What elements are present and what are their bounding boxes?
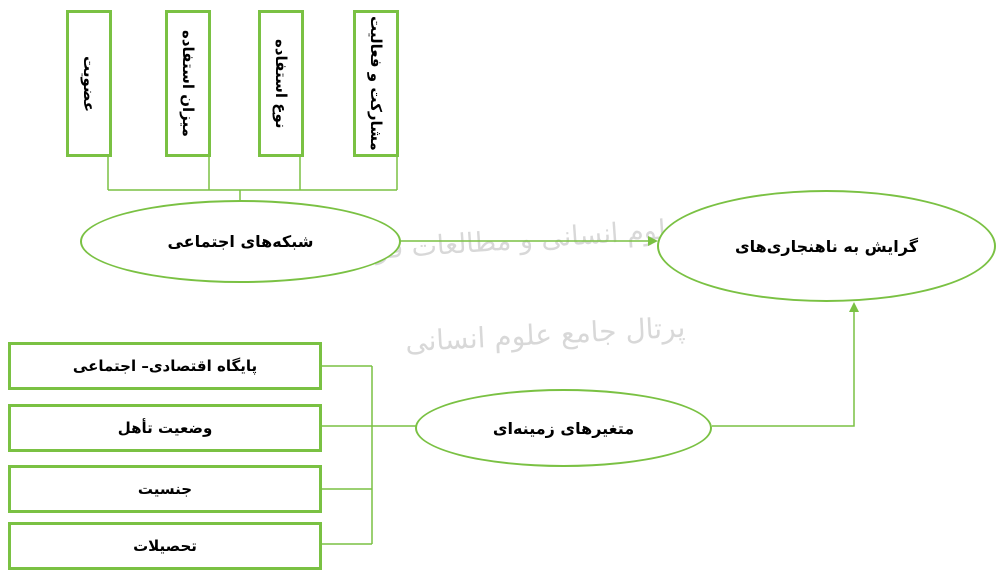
arrow-contextual-to-outcome [712,302,859,427]
factor-label: تحصیلات [133,537,197,555]
factor-box-membership: عضویت [66,10,112,157]
contextual-variables-label: متغیرهای زمینه‌ای [492,418,635,438]
social-networks-node: شبکه‌های اجتماعی [80,200,401,283]
factor-label: جنسیت [137,480,193,498]
factor-box-usage-type: نوع استفاده [258,10,304,157]
factor-box-socioeconomic-status: پایگاه اقتصادی– اجتماعی [8,342,322,390]
social-networks-label: شبکه‌های اجتماعی [167,232,314,251]
factor-label: وضعیت تأهل [117,419,213,437]
outcome-node: گرایش به ناهنجاری‌های [657,190,996,302]
factor-label: نوع استفاده [272,38,290,129]
factor-box-participation: مشارکت و فعالیت [353,10,399,157]
factor-label: عضویت [80,55,98,112]
factor-label: میزان استفاده [179,30,197,137]
factor-label: مشارکت و فعالیت [367,16,385,151]
contextual-variables-node: متغیرهای زمینه‌ای [415,389,712,467]
factor-label: پایگاه اقتصادی– اجتماعی [72,357,258,375]
factor-box-education: تحصیلات [8,522,322,570]
outcome-label: گرایش به ناهنجاری‌های [734,236,919,256]
factor-box-usage-amount: میزان استفاده [165,10,211,157]
factor-box-marital-status: وضعیت تأهل [8,404,322,452]
factor-box-gender: جنسیت [8,465,322,513]
